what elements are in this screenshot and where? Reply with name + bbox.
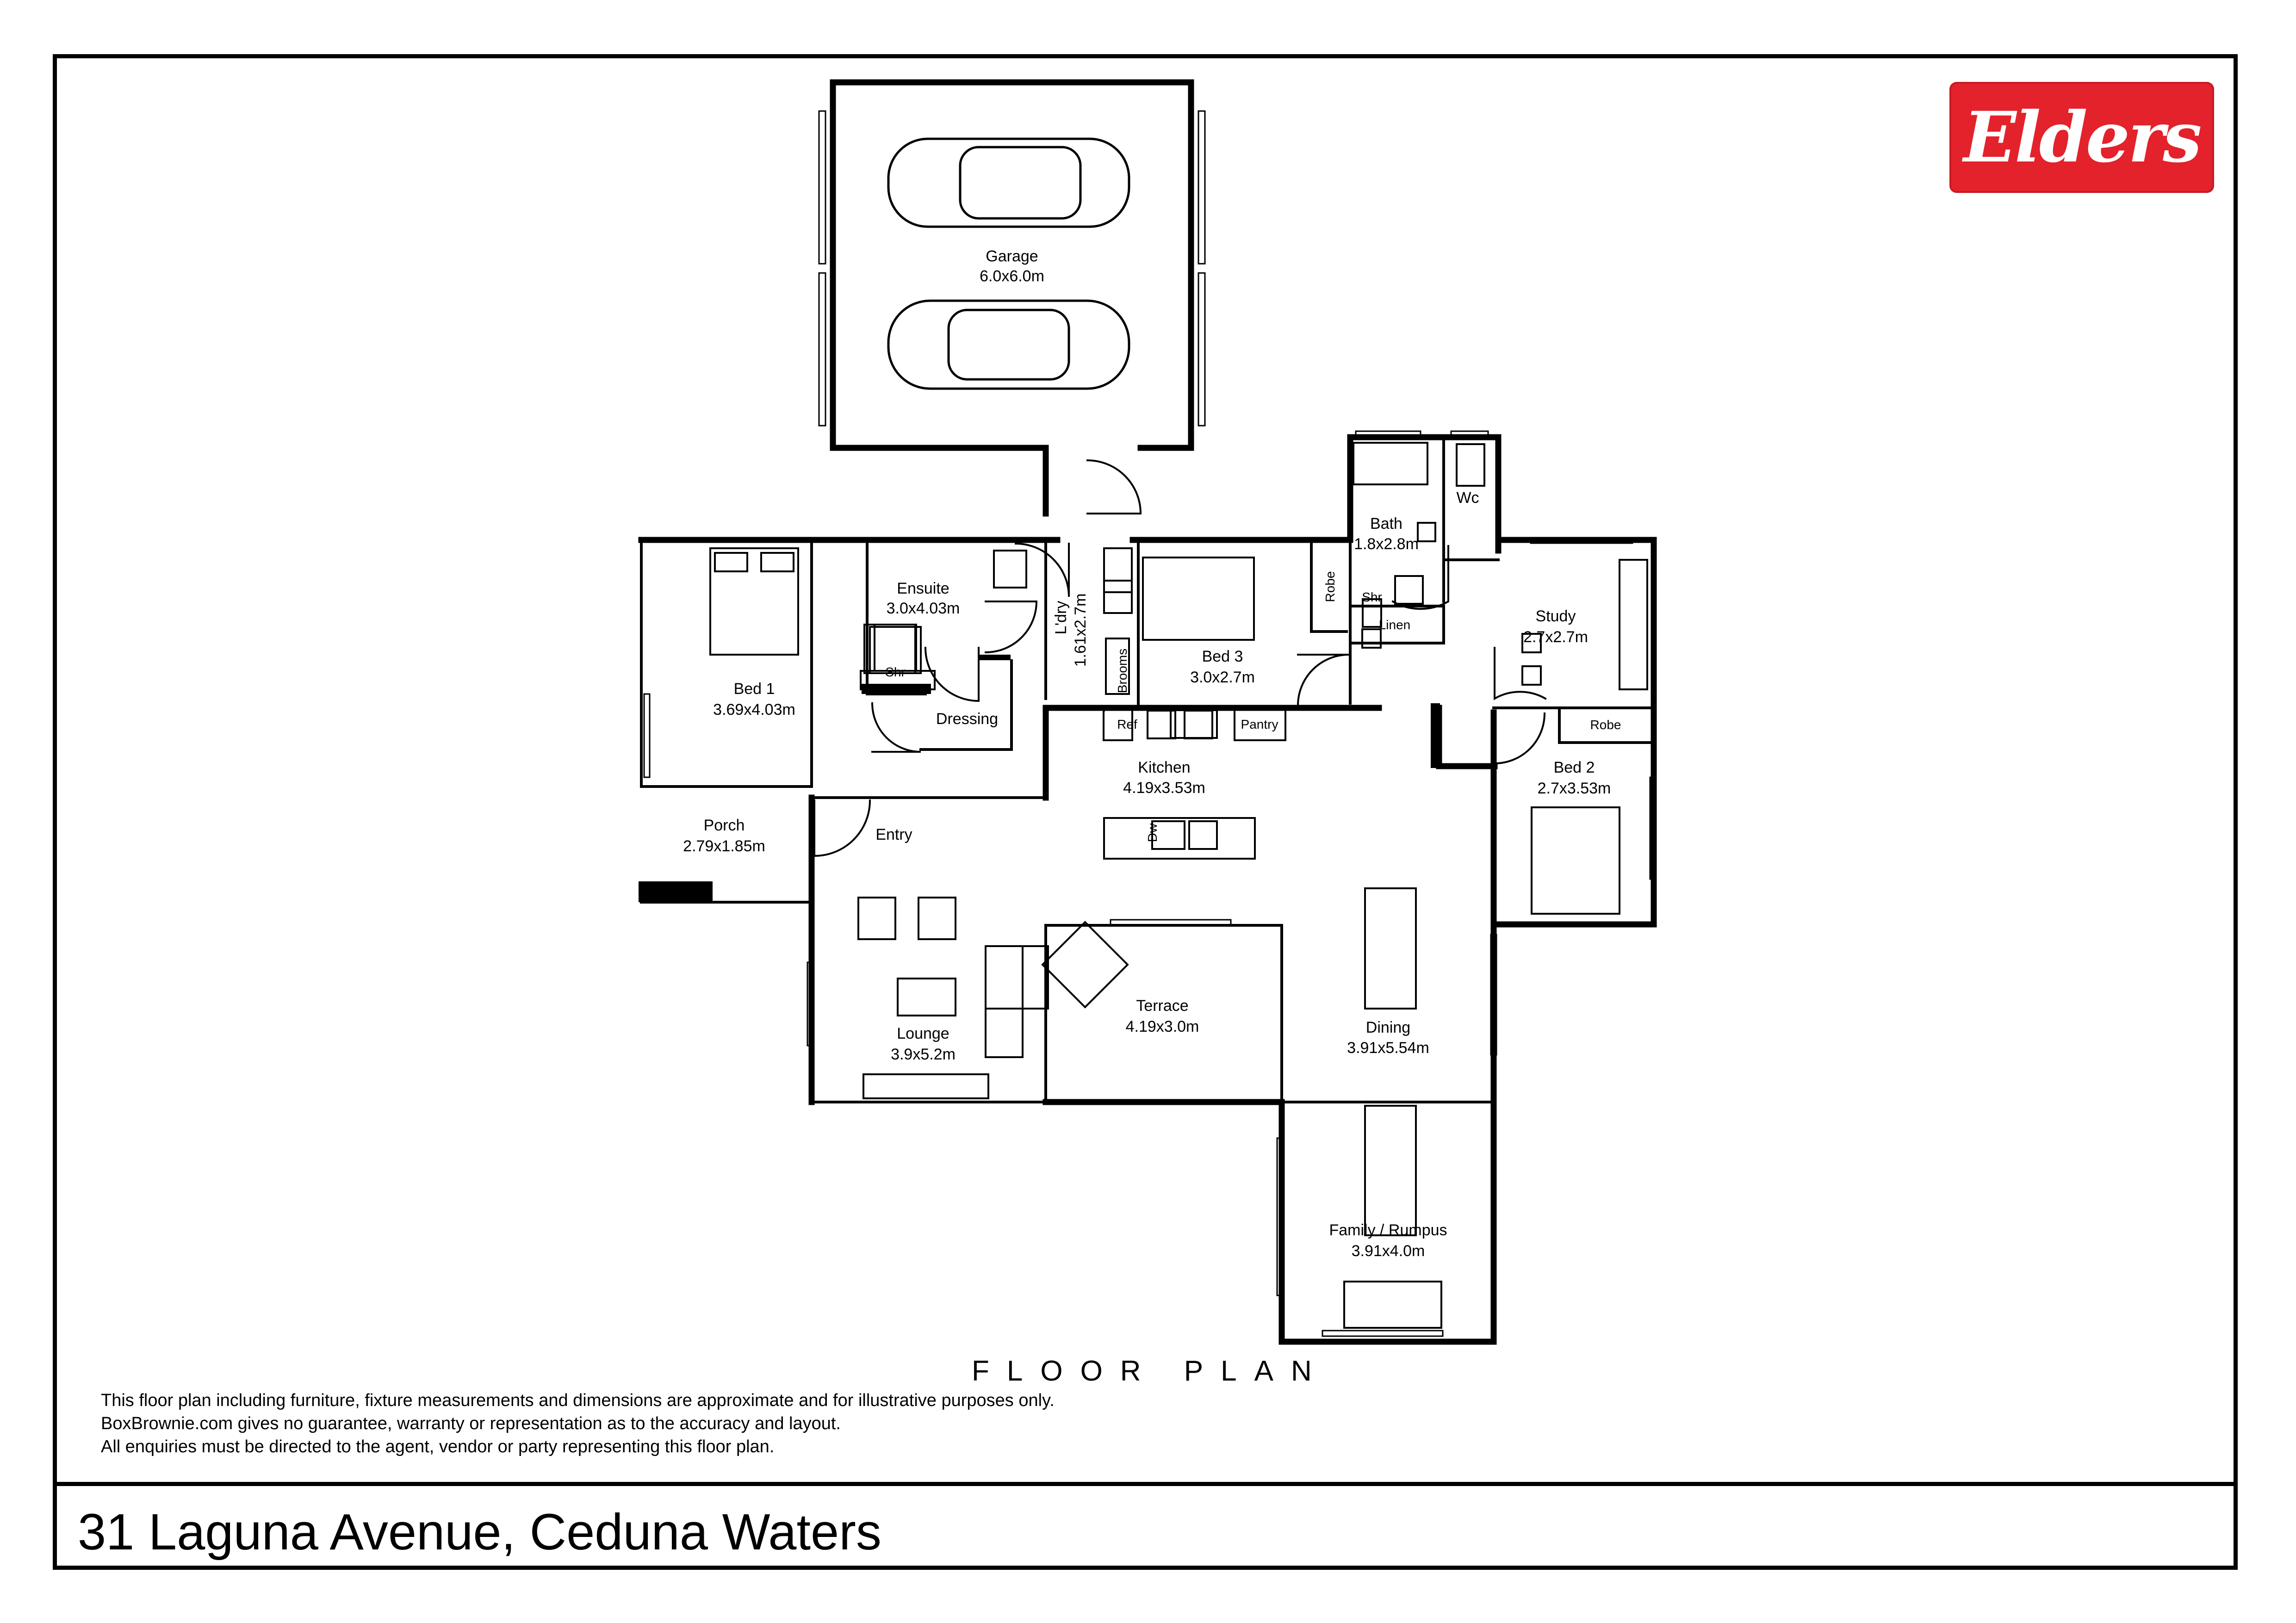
ref-label: Ref <box>1117 717 1137 731</box>
linen-label: Linen <box>1379 618 1411 632</box>
address-divider <box>53 1482 2238 1486</box>
bed1-size: 3.69x4.03m <box>713 701 795 719</box>
ensuite-shower-label: Shr <box>885 665 906 679</box>
windows <box>643 110 1657 1337</box>
laundry-size: 1.61x2.7m <box>1072 594 1089 667</box>
bed2-label: Bed 2 <box>1554 759 1595 776</box>
brooms-label: Brooms <box>1115 649 1129 693</box>
page-border <box>53 54 2238 1570</box>
dressing-label: Dressing <box>936 710 998 728</box>
porch-label: Porch <box>704 817 745 834</box>
bed3-robe-label: Robe <box>1323 571 1337 602</box>
porch-size: 2.79x1.85m <box>683 837 765 855</box>
bed1-label: Bed 1 <box>734 680 775 698</box>
elders-logo: Elders <box>1949 82 2214 193</box>
dining-label: Dining <box>1366 1019 1410 1036</box>
kitchen-size: 4.19x3.53m <box>1123 779 1205 797</box>
bed3-size: 3.0x2.7m <box>1190 669 1255 686</box>
dining-size: 3.91x5.54m <box>1347 1039 1429 1057</box>
study-size: 2.7x2.7m <box>1523 628 1588 646</box>
terrace-label: Terrace <box>1136 997 1188 1015</box>
solid-wall-blocks <box>639 655 1440 902</box>
bath-size: 1.8x2.8m <box>1354 535 1419 553</box>
bath-label: Bath <box>1370 515 1402 533</box>
bed2-robe-label: Robe <box>1590 718 1621 732</box>
logo-wordmark: Elders <box>1963 97 2202 178</box>
family-size: 3.91x4.0m <box>1352 1242 1425 1260</box>
bath-shower-label: Shr <box>1362 590 1382 604</box>
disclaimer-line: All enquiries must be directed to the ag… <box>101 1437 775 1456</box>
garage-size: 6.0x6.0m <box>980 267 1044 285</box>
lounge-size: 3.9x5.2m <box>891 1046 956 1063</box>
furniture <box>709 442 1648 1329</box>
lounge-label: Lounge <box>897 1025 949 1042</box>
family-label: Family / Rumpus <box>1329 1221 1447 1239</box>
wc-label: Wc <box>1456 489 1479 507</box>
study-label: Study <box>1536 607 1576 625</box>
ensuite-label: Ensuite <box>897 580 949 597</box>
disclaimer-line: This floor plan including furniture, fix… <box>101 1391 1055 1410</box>
property-address: 31 Laguna Avenue, Ceduna Waters <box>78 1504 881 1561</box>
terrace-size: 4.19x3.0m <box>1126 1018 1199 1035</box>
room-labels: Garage 6.0x6.0m Bath 1.8x2.8m Wc Shr Ens… <box>683 248 1621 1260</box>
car-icons <box>887 137 1130 390</box>
pantry-label: Pantry <box>1241 717 1278 731</box>
kitchen-label: Kitchen <box>1138 759 1190 776</box>
door-swings <box>813 459 1547 857</box>
laundry-label: L'dry <box>1052 601 1070 635</box>
disclaimer-line: BoxBrownie.com gives no guarantee, warra… <box>101 1414 841 1433</box>
fixtures <box>860 443 1485 741</box>
entry-label: Entry <box>875 826 912 843</box>
dishwasher-label: Dw <box>1145 823 1160 842</box>
bed2-size: 2.7x3.53m <box>1538 780 1611 797</box>
bed3-label: Bed 3 <box>1202 648 1243 665</box>
garage-label: Garage <box>986 248 1038 265</box>
ensuite-size: 3.0x4.03m <box>887 600 960 617</box>
floor-plan-heading: FLOOR PLAN <box>972 1355 1329 1387</box>
disclaimer: This floor plan including furniture, fix… <box>101 1389 1055 1458</box>
